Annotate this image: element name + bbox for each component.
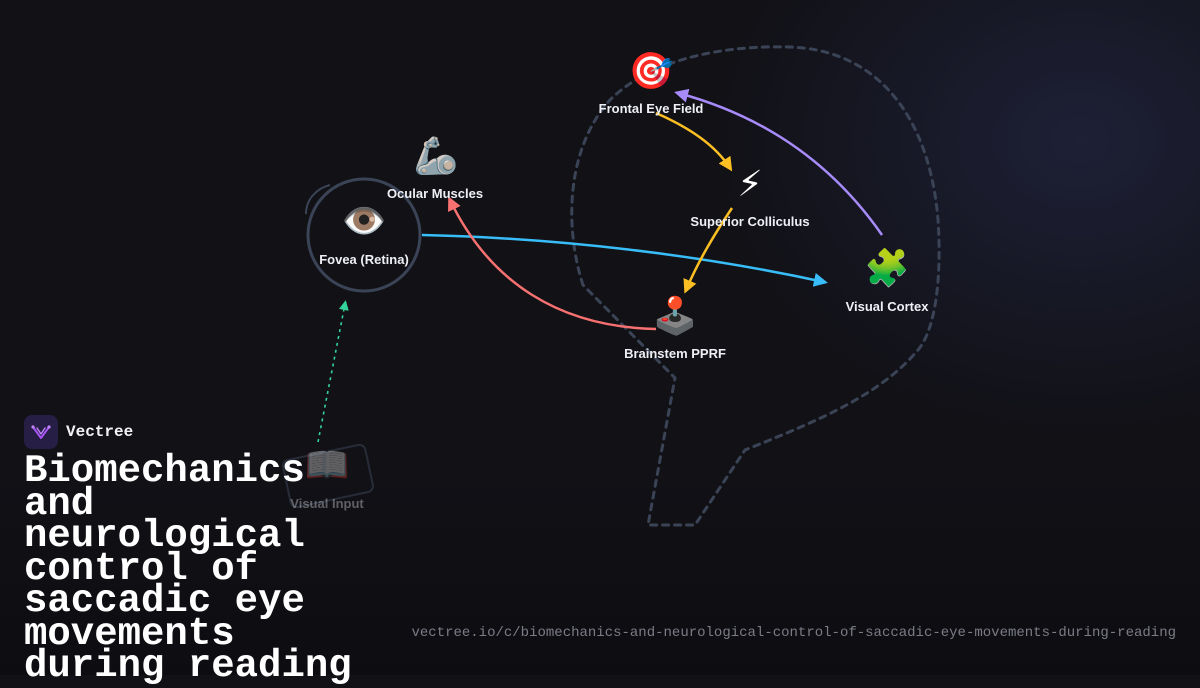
lightning-icon: ⚡ (737, 164, 763, 205)
eye-ring (306, 177, 422, 293)
edge-pprf-to-muscles (448, 196, 657, 331)
edge-fovea-to-cortex (421, 233, 828, 287)
edge-cortex-to-fef (674, 88, 884, 236)
puzzle-piece-icon: 🧩 (864, 248, 910, 289)
page-title: Biomechanics and neurological control of… (24, 449, 352, 688)
edge-sc-to-pprf (683, 207, 734, 294)
brand[interactable]: Vectree (24, 415, 133, 449)
node-label-frontal-eye-field: Frontal Eye Field (598, 101, 704, 116)
eye-ring-ghost (305, 184, 331, 215)
node-label-ocular-muscles: Ocular Muscles (386, 186, 484, 201)
node-label-brainstem-pprf: Brainstem PPRF (624, 346, 726, 361)
visual-input-card (282, 443, 374, 509)
joystick-icon: 🕹️ (652, 296, 698, 337)
brand-name: Vectree (66, 423, 134, 441)
node-label-visual-input: Visual Input (290, 496, 364, 511)
eye-icon: 👁️ (341, 201, 387, 242)
page-url[interactable]: vectree.io/c/biomechanics-and-neurologic… (411, 625, 1176, 641)
mechanical-arm-icon: 🦾 (413, 136, 459, 177)
vectree-logo-icon (24, 415, 58, 449)
node-label-fovea: Fovea (Retina) (319, 252, 409, 267)
target-icon: 🎯 (628, 51, 674, 92)
node-label-visual-cortex: Visual Cortex (845, 299, 929, 314)
open-book-icon: 📖 (304, 445, 350, 486)
edge-fef-to-sc (655, 111, 733, 172)
node-label-superior-colliculus: Superior Colliculus (690, 214, 810, 229)
edge-input-to-fovea (317, 300, 349, 443)
